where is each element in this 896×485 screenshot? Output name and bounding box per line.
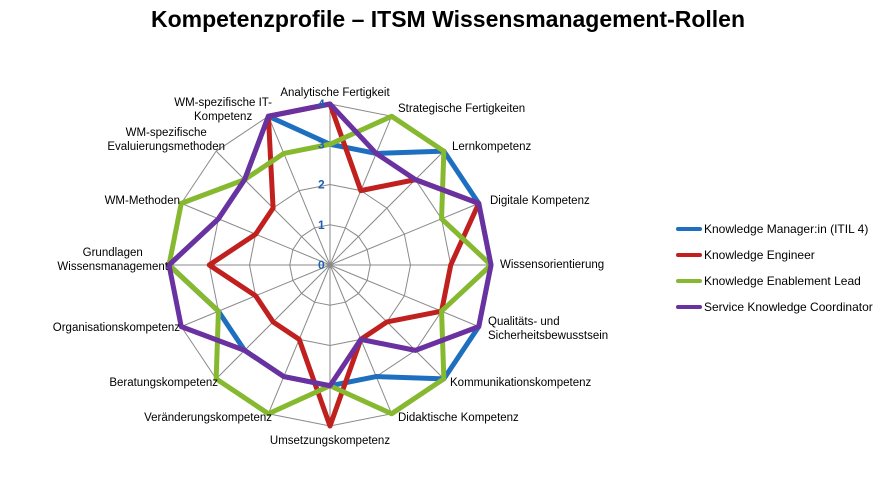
legend-item: Service Knowledge Coordinator — [676, 294, 873, 320]
axis-label: Grundlagen Wissensmanagement — [57, 247, 168, 273]
legend-item: Knowledge Enablement Lead — [676, 268, 873, 294]
legend-label: Knowledge Engineer — [704, 248, 815, 262]
legend-label: Knowledge Manager:in (ITIL 4) — [704, 222, 869, 236]
axis-label: Wissensorientierung — [500, 259, 605, 271]
tick-label: 0 — [318, 258, 325, 272]
series-line-3 — [166, 101, 494, 389]
legend-swatch — [676, 227, 702, 231]
axis-label: Didaktische Kompetenz — [398, 412, 519, 424]
axis-label: Organisationskompetenz — [52, 322, 180, 334]
tick-label: 2 — [318, 178, 325, 192]
axis-label: Qualitäts- und Sicherheitsbewusstsein — [488, 316, 609, 342]
tick-label: 3 — [318, 137, 325, 151]
axis-label: Beratungskompetenz — [109, 377, 218, 389]
axis-line — [329, 202, 479, 266]
axis-line — [329, 264, 479, 328]
axis-line — [267, 116, 331, 266]
chart-title: Kompetenzprofile – ITSM Wissensmanagemen… — [150, 6, 746, 32]
axis-line — [329, 150, 445, 266]
legend-item: Knowledge Engineer — [676, 242, 873, 268]
axis-label: Kommunikationskompetenz — [450, 377, 592, 389]
legend-swatch — [676, 279, 702, 283]
axis-label: Strategische Fertigkeiten — [398, 103, 526, 115]
legend-item: Knowledge Manager:in (ITIL 4) — [676, 216, 873, 242]
legend-label: Service Knowledge Coordinator — [704, 300, 873, 314]
axis-label: WM-Methoden — [104, 195, 180, 207]
axis-label: WM-spezifische Evaluierungsmethoden — [107, 127, 225, 153]
legend-swatch — [676, 305, 702, 309]
legend-swatch — [676, 253, 702, 257]
axis-label: Lernkompetenz — [452, 141, 532, 153]
legend: Knowledge Manager:in (ITIL 4) Knowledge E… — [676, 216, 873, 320]
axis-label: Umsetzungskompetenz — [269, 435, 391, 447]
tick-label: 4 — [318, 97, 325, 111]
axis-label: Veränderungskompetenz — [144, 412, 272, 424]
tick-label: 1 — [318, 218, 325, 232]
axis-label: Digitale Kompetenz — [490, 195, 590, 207]
axis-label: Analytische Fertigkeit — [280, 87, 390, 99]
axis-label: WM-spezifische IT- Kompetenz — [174, 97, 272, 123]
legend-label: Knowledge Enablement Lead — [704, 274, 861, 288]
